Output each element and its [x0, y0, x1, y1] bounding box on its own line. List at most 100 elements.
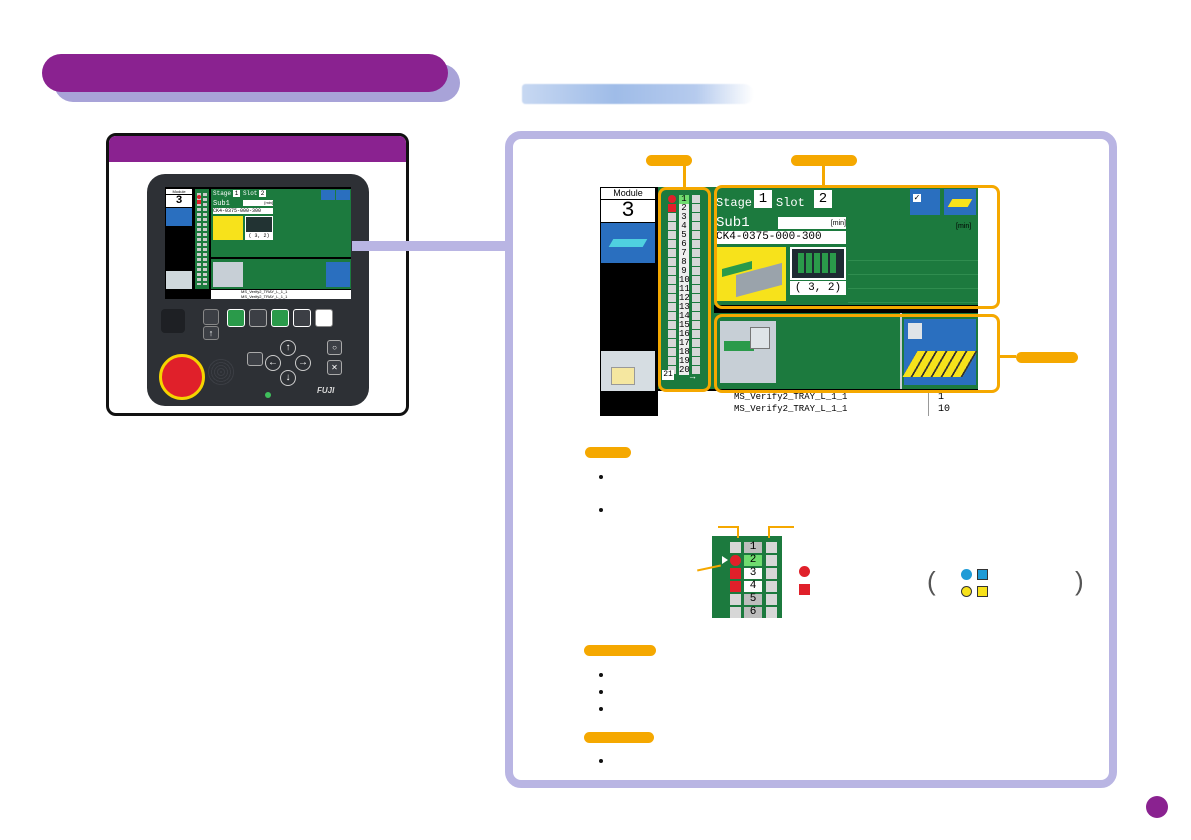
slot-number[interactable]: 20: [679, 365, 690, 375]
part-code: CK4-0375-000-300: [716, 231, 846, 244]
arrow-down-icon[interactable]: ↓: [280, 370, 296, 386]
device-machine-image: [213, 262, 243, 287]
red-square-legend-icon: [799, 584, 810, 595]
device-ok-button[interactable]: ○: [327, 340, 342, 355]
detail-cell-right: [766, 555, 777, 566]
device-check-icon[interactable]: [321, 190, 335, 200]
detail-cell-left: [730, 581, 741, 592]
slot-number[interactable]: 6: [679, 240, 689, 249]
section-header-pill: [42, 54, 448, 92]
info-panel: Stage 1 Slot 2 Sub1 [min] CK4-0375-000-3…: [714, 187, 978, 305]
device-screen: Module 3 Stage 1 Slot 2 Sub1 [min] CK4-0: [165, 187, 351, 299]
slot-cell-left: [668, 213, 676, 221]
slot-number[interactable]: 12: [679, 293, 690, 303]
device-ready-button[interactable]: [227, 309, 245, 327]
slot-cell-right: [692, 294, 700, 302]
slot-cell-right: [692, 258, 700, 266]
slot-cell-right: [692, 330, 700, 338]
slot-number[interactable]: 13: [679, 302, 690, 312]
device-manual-button[interactable]: ↑: [203, 326, 219, 340]
bullet: [599, 707, 603, 711]
slot-cell-right: [692, 285, 700, 293]
slot-section-tag: [585, 447, 631, 458]
slot-number[interactable]: 4: [679, 222, 689, 231]
info-area-tag: [791, 155, 857, 166]
device-grid-image: [326, 262, 350, 287]
slot-number[interactable]: 17: [679, 338, 690, 348]
device-cancel-button[interactable]: ✕: [327, 360, 342, 375]
slot-cell-right: [692, 267, 700, 275]
device-menu-button[interactable]: [247, 352, 263, 366]
slot-number[interactable]: 11: [679, 284, 690, 294]
device-card: Module 3 Stage 1 Slot 2 Sub1 [min] CK4-0: [106, 133, 409, 416]
detail-leader-top-left-v: [737, 526, 739, 538]
job-rows: MS_Verify2_TRAY_L_1_1 1 MS_Verify2_TRAY_…: [658, 391, 978, 416]
detail-leader-top-right: [768, 526, 794, 528]
job-row-name: MS_Verify2_TRAY_L_1_1: [734, 392, 848, 402]
arrow-right-icon[interactable]: →: [688, 371, 697, 381]
slot-cell-left: [668, 285, 676, 293]
device-position: ( 3, 2): [245, 233, 273, 240]
slot-number[interactable]: 3: [679, 213, 689, 222]
slot-number[interactable]: 15: [679, 320, 690, 330]
slot-cell-left: [668, 195, 676, 203]
device-stop-button[interactable]: [293, 309, 311, 327]
sub-name: Sub1: [716, 215, 750, 231]
home-icon[interactable]: [601, 351, 655, 391]
tray-icon[interactable]: [944, 189, 976, 215]
slot-number[interactable]: 8: [679, 258, 689, 267]
detail-cell-right: [766, 607, 777, 618]
device-power-button[interactable]: [315, 309, 333, 327]
yellow-square-icon: [977, 586, 988, 597]
yellow-circle-icon: [961, 586, 972, 597]
detail-slot-number: 6: [744, 607, 762, 618]
arrow-right-icon[interactable]: →: [295, 355, 311, 371]
cyan-circle-icon: [961, 569, 972, 580]
slot-cell-right: [692, 231, 700, 239]
bullet: [599, 508, 603, 512]
device-start-button[interactable]: [271, 309, 289, 327]
slot-cell-right: [692, 321, 700, 329]
slot-number[interactable]: 14: [679, 311, 690, 321]
right-paren-icon: ): [1075, 566, 1084, 596]
device-tray-icon[interactable]: [336, 190, 350, 200]
device-dpad[interactable]: ↑ ← → ↓: [265, 340, 311, 386]
verify-icon[interactable]: ✓: [910, 189, 940, 215]
device-stage-value: 1: [233, 190, 240, 197]
stage-value: 1: [754, 190, 772, 208]
slot-number[interactable]: 1: [679, 195, 689, 204]
slot-number[interactable]: 9: [679, 267, 689, 276]
slot-cell-right: [692, 240, 700, 248]
slot-cell-left: [668, 348, 676, 356]
detail-leader-top-right-v: [768, 526, 770, 538]
device-row-name: MS_Verify2_TRAY_L_1_1: [241, 293, 288, 299]
detail-cell-right: [766, 581, 777, 592]
detail-cell-left: [730, 555, 741, 566]
slot-number[interactable]: 19: [679, 356, 690, 366]
device-group-button[interactable]: [249, 309, 267, 327]
slot-number[interactable]: 10: [679, 275, 690, 285]
emergency-stop-button[interactable]: [159, 354, 205, 400]
slot-number[interactable]: 7: [679, 249, 689, 258]
module-column: Module 3: [600, 187, 656, 416]
detail-cell-left: [730, 568, 741, 579]
slot-cell-left: [668, 312, 676, 320]
slot-number[interactable]: 5: [679, 231, 689, 240]
panel-divider: [900, 313, 902, 389]
slot-number[interactable]: 2: [679, 204, 689, 213]
device-rows: MS_Verify2_TRAY_L_1_1 MS_Verify2_TRAY_L_…: [211, 289, 351, 299]
arrow-left-icon[interactable]: ←: [265, 355, 281, 371]
slot-cell-right: [692, 312, 700, 320]
tray-image: [790, 247, 846, 280]
arrow-up-icon[interactable]: ↑: [280, 340, 296, 356]
device-row-name: MS_Verify2_TRAY_L_1_1: [241, 289, 288, 294]
device-standby-button[interactable]: [203, 309, 219, 325]
detail-slot-number: 2: [744, 555, 762, 566]
slot-number[interactable]: 18: [679, 347, 690, 357]
slot-cell-right: [692, 303, 700, 311]
slot-number[interactable]: 16: [679, 329, 690, 339]
detail-slot-number: 1: [744, 542, 762, 553]
device-module-image: [166, 208, 192, 226]
device-home-icon[interactable]: [166, 271, 192, 289]
device-module-number: 3: [166, 195, 192, 207]
